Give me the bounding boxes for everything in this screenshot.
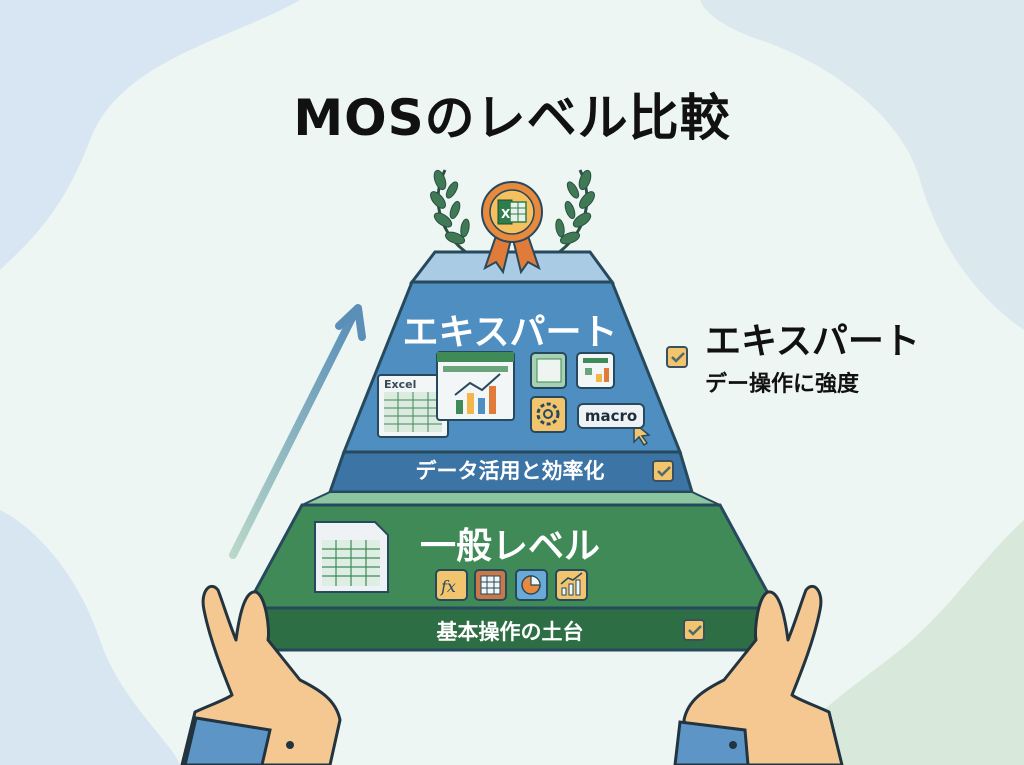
side-check-icon [666,346,688,368]
svg-text:X: X [501,207,511,221]
function-fx-icon: fx [435,569,468,601]
data-model-icon [576,352,615,389]
bar-chart-trend-icon [555,569,588,601]
growth-arrow-icon [229,304,366,559]
general-band-label: 基本操作の土台 [436,620,584,644]
side-note-subtext: デー操作に強度 [705,372,860,397]
expert-band-label: データ活用と効率化 [415,459,605,483]
side-note-heading: エキスパート [705,321,920,362]
svg-text:fx: fx [440,577,456,596]
right-hand-icon [673,584,844,765]
general-check-icon [683,619,705,641]
laurel-wreath-icon [430,169,595,257]
gear-icon [530,396,567,433]
page-title: MOSのレベル比較 [293,89,731,147]
excel-award-badge-icon: X [481,181,543,275]
excel-label: Excel [384,378,417,391]
left-hand-icon [180,584,342,765]
pivot-table-icon [530,352,567,389]
chart-window-icon [436,351,515,421]
table-icon [474,569,507,601]
expert-check-icon [652,460,674,482]
macro-button-icon: macro [577,403,645,429]
expert-tier-title: エキスパート [402,312,618,353]
general-tier-title: 一般レベル [419,526,600,567]
pie-chart-icon [515,569,548,601]
side-note: エキスパート デー操作に強度 [705,312,920,398]
spreadsheet-file-icon [314,521,389,593]
